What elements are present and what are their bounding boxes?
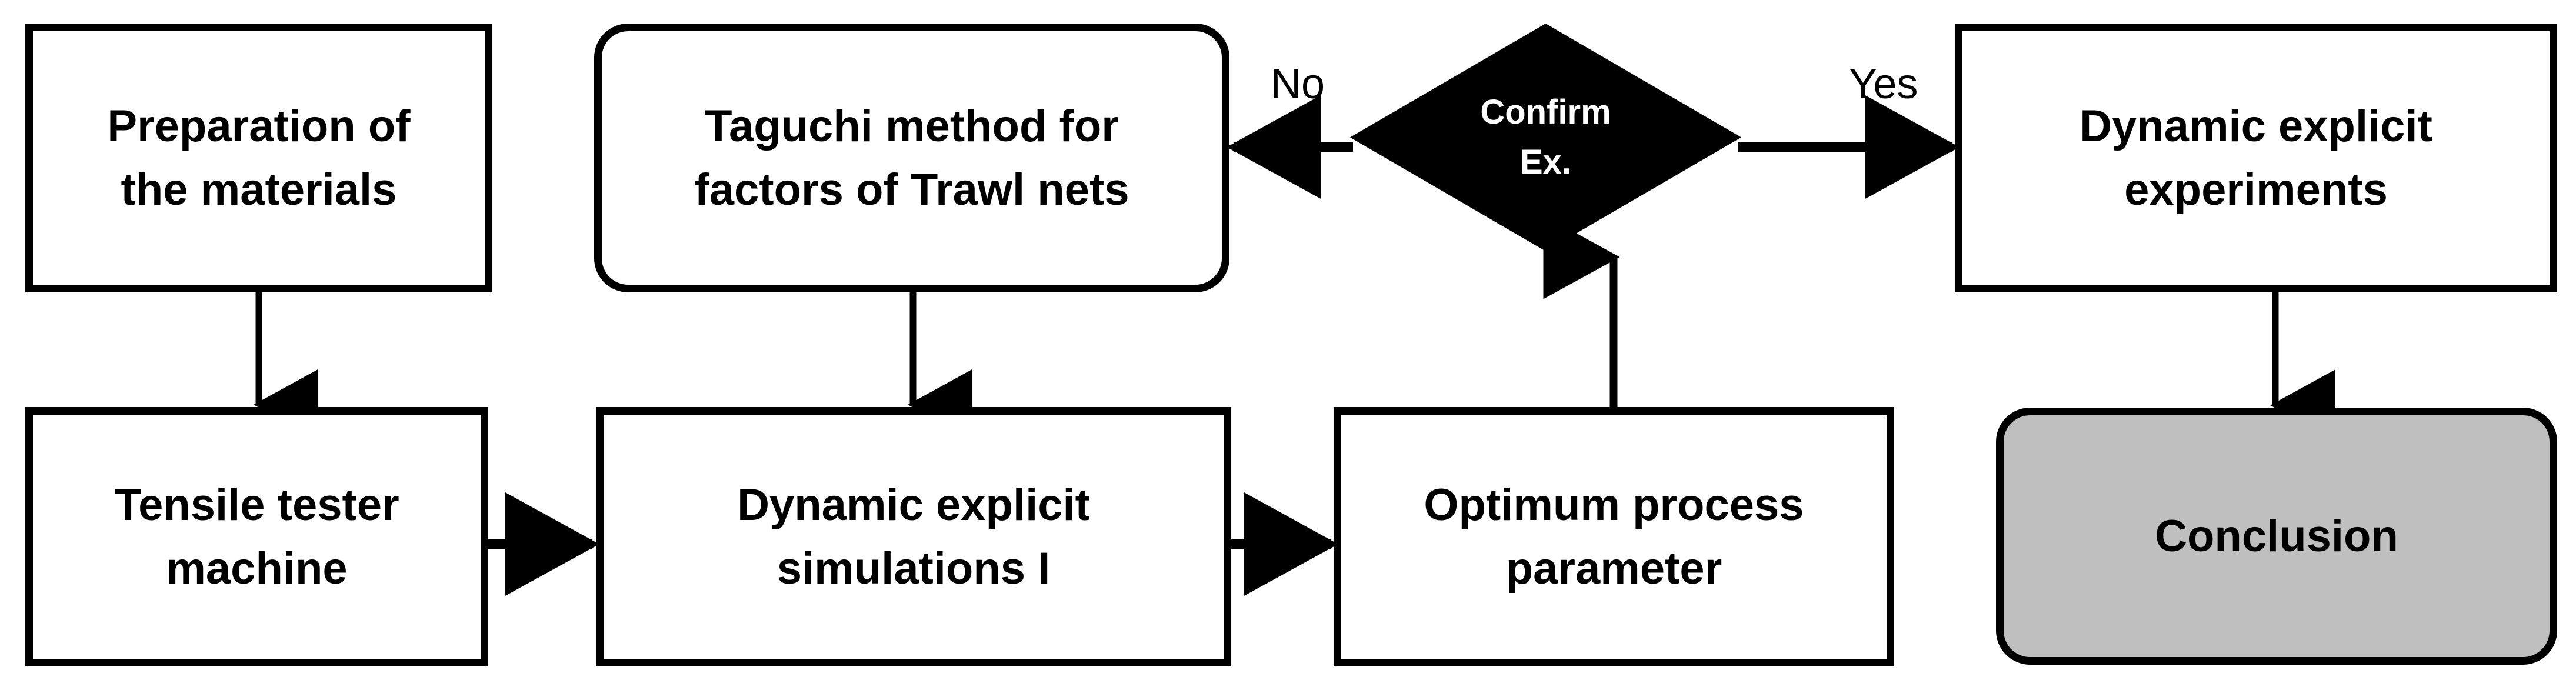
edge-label-no: No bbox=[1271, 61, 1325, 108]
edge-label-yes: Yes bbox=[1849, 61, 1918, 108]
diamond-shape bbox=[1350, 24, 1741, 251]
node-conclusion-label: Conclusion bbox=[2155, 511, 2398, 561]
node-conclusion[interactable]: Conclusion bbox=[1996, 408, 2557, 665]
